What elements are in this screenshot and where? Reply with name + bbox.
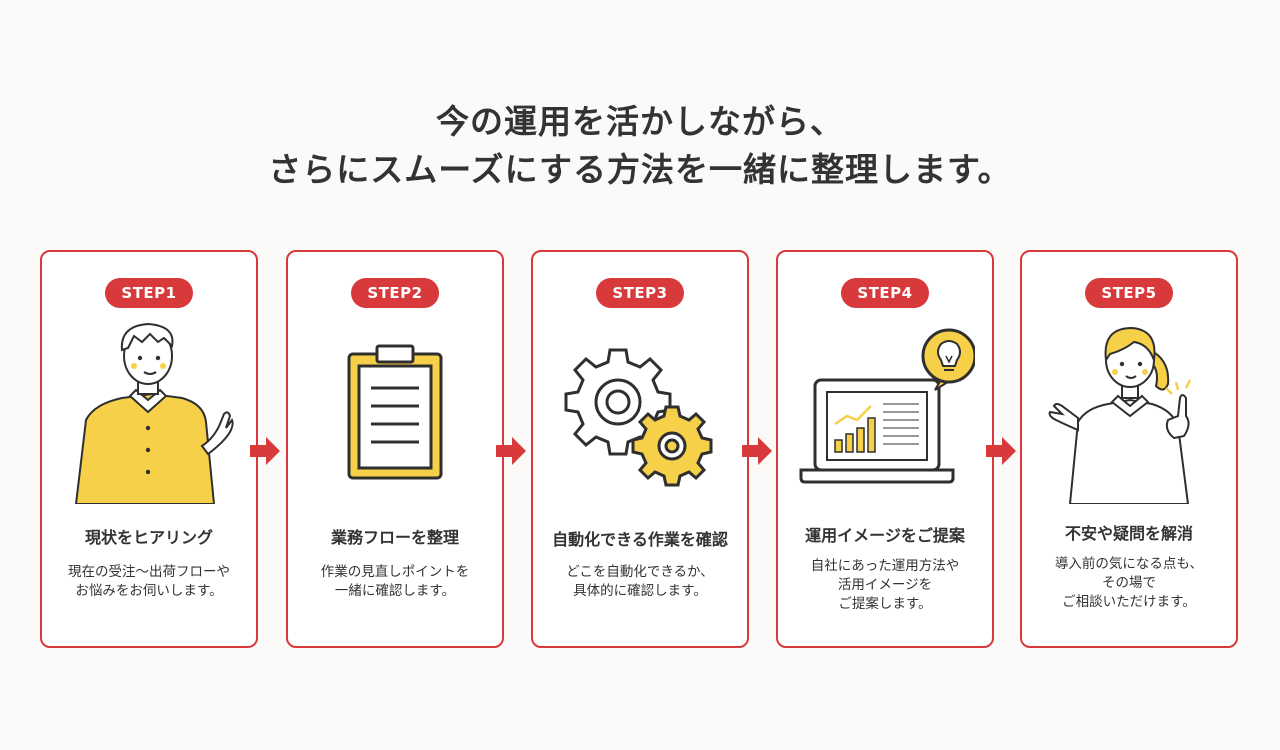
laptop-idea-icon [778,320,992,504]
step-title: 不安や疑問を解消 [1064,524,1193,543]
step-description-line: 自社にあった運用方法や [810,558,960,574]
step-card-4: STEP4 運用イメージをご [776,250,994,648]
step-description-line: 一緒に確認します。 [334,583,456,599]
step-description-line: ご提案します。 [838,596,932,612]
clipboard-icon [288,320,502,504]
man-explaining-icon [42,320,256,504]
step-badge: STEP4 [841,278,929,308]
step-description-line: 具体的に確認します。 [573,583,707,599]
step-card-5: STEP5 不安や疑問を解消 [1020,250,1238,648]
step-badge: STEP3 [596,278,684,308]
step-title: 運用イメージをご提案 [805,526,965,545]
arrow-right-icon [250,437,280,465]
arrow-right-icon [986,437,1016,465]
step-description-line: 導入前の気になる点も、 [1054,556,1204,572]
step-description-line: お悩みをお伺いします。 [75,583,223,599]
step-card-3: STEP3 自動化できる作業を確認 どこを自動化できるか、 具体的に確認します。 [531,250,749,648]
step-title: 業務フローを整理 [330,528,459,547]
step-title: 自動化できる作業を確認 [552,530,728,549]
step-description: 導入前の気になる点も、 その場で ご相談いただけます。 [1022,555,1236,612]
step-description-line: 活用イメージを [837,577,933,593]
step-badge: STEP2 [351,278,439,308]
step-description-line: 作業の見直しポイントを [320,564,470,580]
step-title: 現状をヒアリング [84,528,213,547]
step-description-line: ご相談いただけます。 [1062,594,1196,610]
woman-explaining-icon [1022,320,1236,504]
step-description: 自社にあった運用方法や 活用イメージを ご提案します。 [778,557,992,614]
step-card-1: STEP1 現状をヒアリング 現在の受注〜出荷フローや [40,250,258,648]
arrow-right-icon [496,437,526,465]
step-badge: STEP5 [1085,278,1173,308]
step-card-2: STEP2 業務フローを整理 作業の見直しポイントを 一緒に確認します。 [286,250,504,648]
step-badge: STEP1 [105,278,193,308]
step-description: どこを自動化できるか、 具体的に確認します。 [533,563,747,601]
arrow-right-icon [742,437,772,465]
step-description-line: どこを自動化できるか、 [566,564,714,580]
page-heading: 今の運用を活かしながら、 さらにスムーズにする方法を一緒に整理します。 [0,98,1280,194]
heading-line-1: 今の運用を活かしながら、 [436,102,844,141]
step-description-line: その場で [1102,575,1156,591]
step-description: 現在の受注〜出荷フローや お悩みをお伺いします。 [42,563,256,601]
step-description-line: 現在の受注〜出荷フローや [68,564,230,580]
heading-line-2: さらにスムーズにする方法を一緒に整理します。 [268,150,1012,189]
gears-icon [533,320,747,504]
step-description: 作業の見直しポイントを 一緒に確認します。 [288,563,502,601]
